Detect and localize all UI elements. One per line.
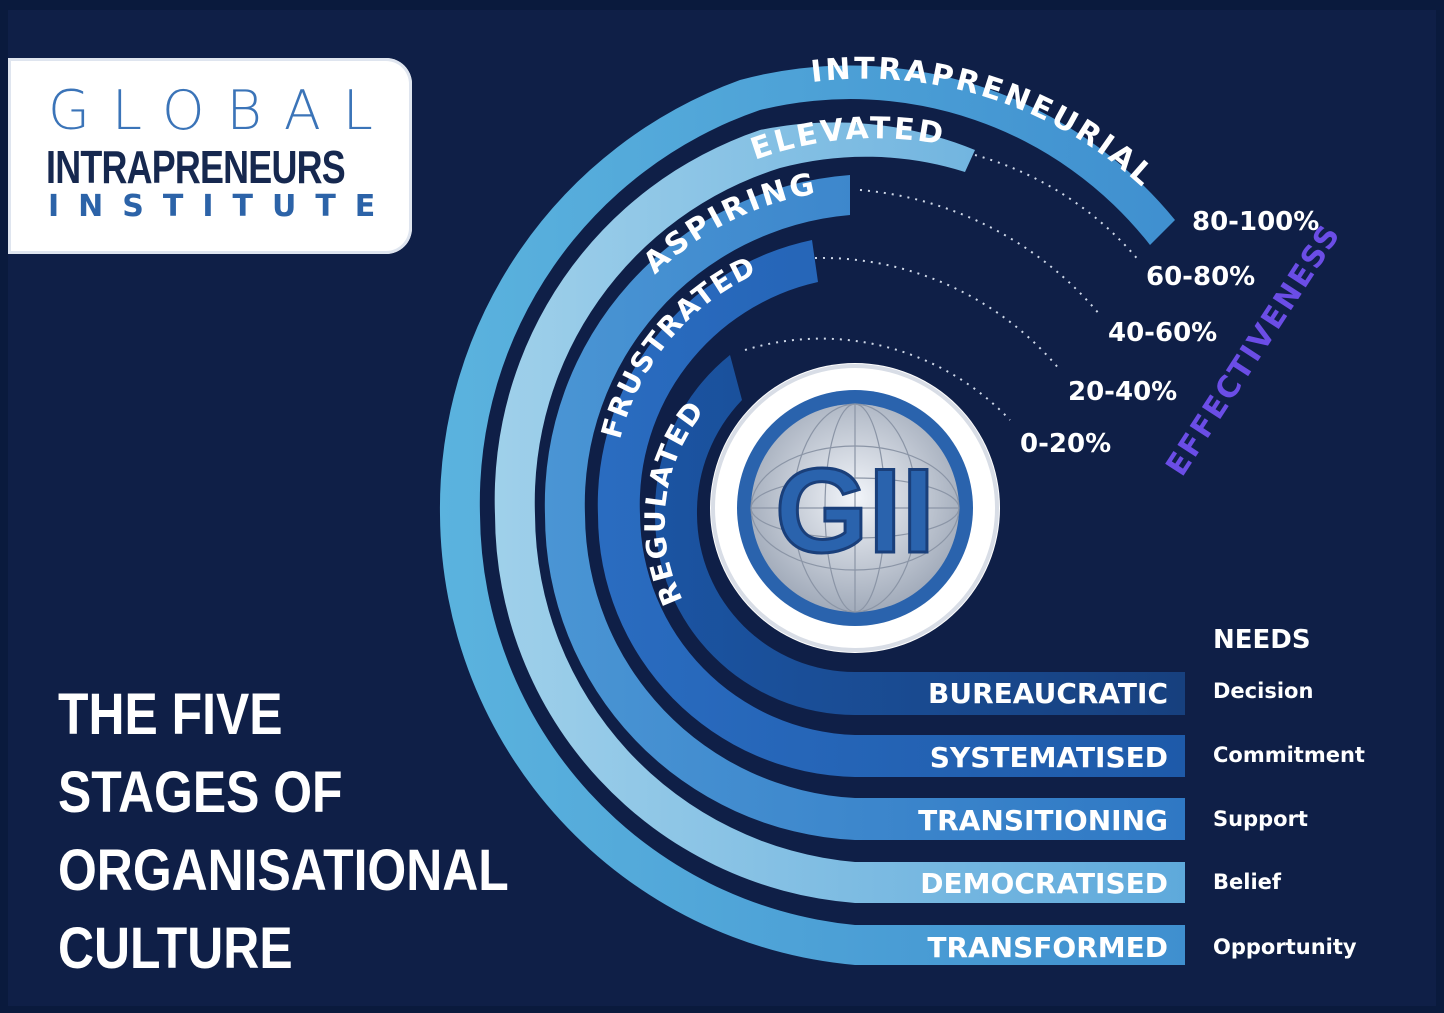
logo-global: GLOBAL — [48, 79, 395, 142]
needs-header: NEEDS — [1213, 625, 1311, 655]
need-commitment: Commitment — [1213, 743, 1365, 767]
need-support: Support — [1213, 807, 1308, 831]
title-line: CULTURE — [58, 916, 293, 981]
pct-20-40: 20-40% — [1068, 377, 1177, 407]
need-belief: Belief — [1213, 870, 1282, 894]
stage-transformed: TRANSFORMED — [927, 931, 1168, 964]
title-line: ORGANISATIONAL — [58, 838, 509, 903]
stage-bureaucratic: BUREAUCRATIC — [928, 677, 1168, 710]
band-bureaucratic — [654, 355, 1185, 715]
stage-transitioning: TRANSITIONING — [918, 804, 1168, 837]
gii-badge: GII — [710, 363, 1000, 653]
logo: GLOBAL INTRAPRENEURS INSTITUTE — [8, 58, 412, 254]
pct-60-80: 60-80% — [1146, 262, 1255, 292]
stage-democratised: DEMOCRATISED — [920, 867, 1168, 900]
need-decision: Decision — [1213, 679, 1313, 703]
title-line: THE FIVE — [58, 682, 283, 747]
dotted-guides — [744, 154, 1141, 421]
title-line: STAGES OF — [58, 760, 343, 825]
gii-text: GII — [775, 444, 935, 578]
logo-institute: INSTITUTE — [48, 189, 395, 224]
pct-80-100: 80-100% — [1192, 207, 1319, 237]
pct-40-60: 40-60% — [1108, 318, 1217, 348]
page-title: THE FIVE STAGES OF ORGANISATIONAL CULTUR… — [58, 676, 509, 988]
stage-systematised: SYSTEMATISED — [930, 741, 1168, 774]
logo-intrapreneurs: INTRAPRENEURS — [46, 141, 346, 193]
need-opportunity: Opportunity — [1213, 935, 1357, 959]
pct-0-20: 0-20% — [1020, 429, 1111, 459]
effectiveness-label: EFFECTIVENESS — [1159, 218, 1348, 483]
